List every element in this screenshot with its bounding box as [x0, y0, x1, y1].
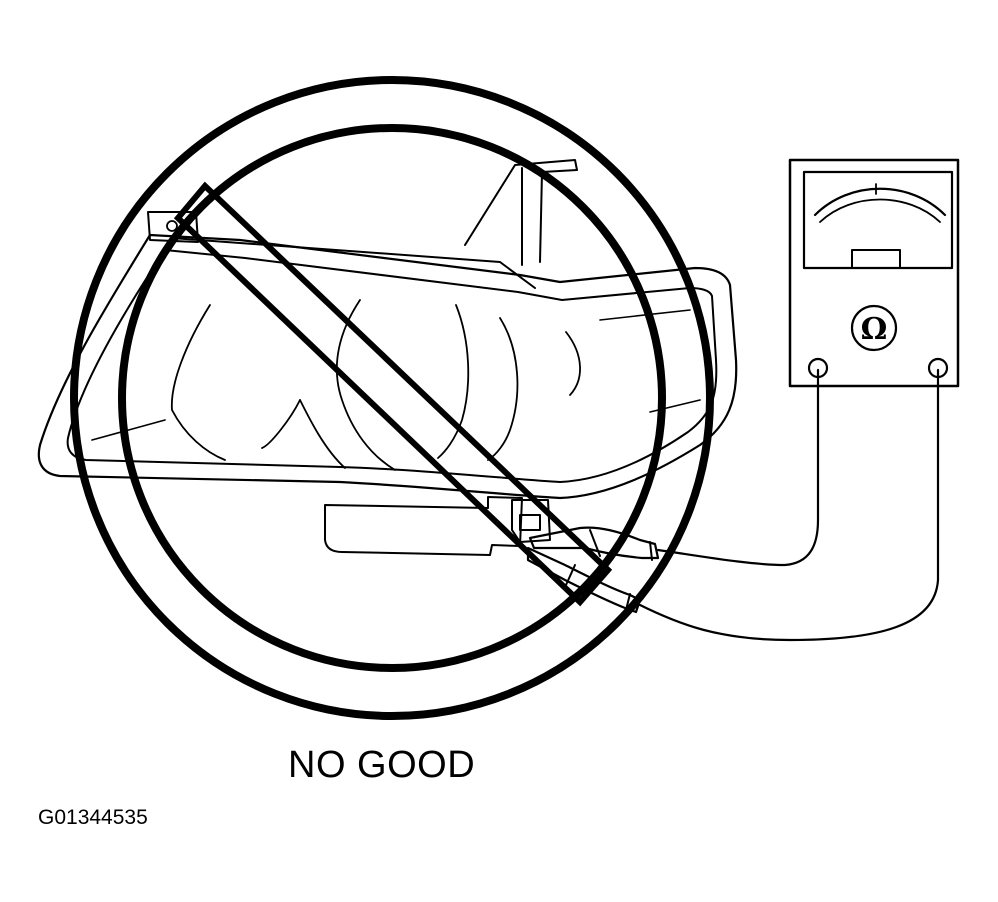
prohibition-outer-ring [70, 76, 714, 720]
ohmmeter-scale-arc-inner [819, 198, 941, 223]
lamp-base-housing [324, 496, 523, 556]
reflector-curve [437, 304, 470, 459]
ohm-dial [850, 304, 898, 352]
ohmmeter-display [802, 170, 954, 270]
reflector-curve [299, 399, 346, 469]
caption-no-good: NO GOOD [288, 744, 476, 786]
reflector-line [91, 309, 701, 441]
ohmmeter-body [788, 158, 960, 388]
headlamp-outer-housing [37, 233, 738, 500]
prohibition-sign [70, 76, 714, 720]
probe-upper-grip [589, 529, 653, 561]
headlamp-top-rim [171, 237, 536, 289]
reflector-curve [565, 331, 581, 396]
lead-wire-lower [636, 368, 940, 642]
prohibition-inner-ring [118, 124, 666, 672]
reflector-curve [487, 317, 519, 461]
mounting-hole [166, 220, 178, 232]
mounting-bracket [464, 159, 578, 266]
ohmmeter-scale-arc [813, 187, 947, 217]
reflector-curve [335, 299, 396, 471]
test-probes [526, 368, 940, 642]
terminal-negative [927, 357, 949, 379]
lead-wire-upper [656, 368, 820, 567]
probe-lower [526, 546, 642, 614]
figure-id: G01344535 [38, 806, 148, 829]
prohibition-slash [173, 181, 613, 607]
probe-upper [528, 526, 660, 560]
reflector-curve [170, 304, 226, 461]
reflector-curve [261, 399, 301, 449]
connector [511, 499, 551, 543]
terminal-positive [807, 357, 829, 379]
ohmmeter: Ω [788, 158, 960, 388]
ohmmeter-zero-knob [851, 249, 901, 269]
ohm-symbol: Ω [861, 312, 888, 347]
